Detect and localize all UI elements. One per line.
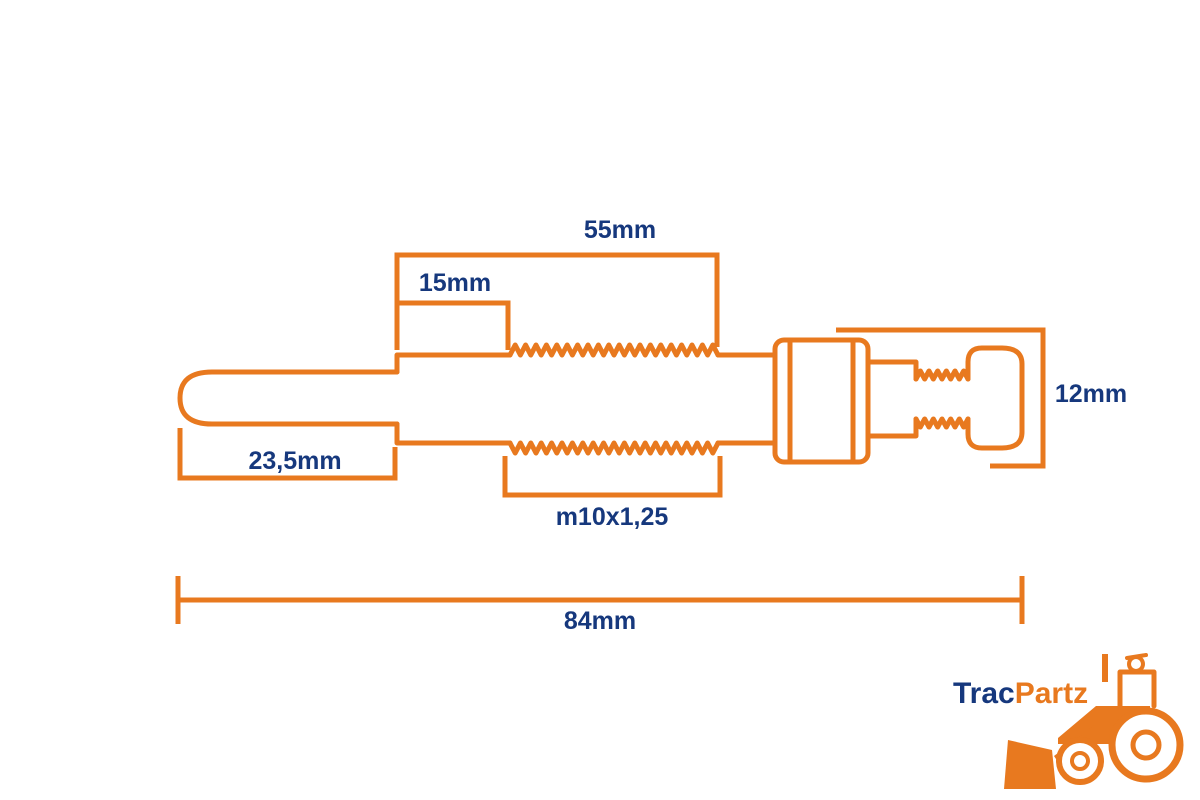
tractor-rear-hub [1130, 729, 1162, 761]
glow-plug-collar [865, 359, 919, 439]
glow-plug-stud-thread-top [913, 368, 971, 382]
tractor-icon [1004, 653, 1184, 789]
dimension-label-84mm: 84mm [564, 607, 636, 635]
logo-wordmark: TracPartz [953, 677, 1088, 710]
dimension-label-thread-spec: m10x1,25 [556, 503, 669, 531]
glow-plug-terminal [965, 345, 1025, 451]
dimension-12mm-line [836, 327, 1046, 469]
tractor-bucket [1004, 740, 1056, 789]
tractor-cab [1117, 669, 1157, 709]
glow-plug-hex-nut [772, 337, 871, 465]
dimension-label-55mm: 55mm [584, 216, 656, 244]
tractor-driver-hat [1125, 653, 1148, 660]
glow-plug-hex-facets [787, 337, 856, 465]
glow-plug-thread-top [507, 342, 721, 358]
tractor-exhaust [1102, 654, 1108, 682]
glow-plug-body-bottom [394, 421, 778, 446]
dimension-label-15mm: 15mm [419, 269, 491, 297]
glow-plug-body-top [394, 352, 778, 375]
tracpartz-logo: TracPartz [953, 653, 1184, 789]
dimension-label-12mm: 12mm [1055, 380, 1127, 408]
glow-plug-tip [177, 369, 400, 427]
glow-plug-thread-bottom [507, 440, 721, 456]
logo-trac: Trac [953, 677, 1015, 710]
glow-plug-stud-thread-bottom [913, 416, 971, 430]
dimension-23-5mm-line [177, 428, 398, 481]
tractor-front-hub [1070, 751, 1090, 771]
dimension-84mm-line [175, 576, 1025, 624]
dimension-label-23-5mm: 23,5mm [248, 447, 341, 475]
dimension-15mm-line [397, 300, 511, 350]
dimension-thread-line [502, 456, 723, 498]
dimension-lines [175, 252, 1046, 624]
glow-plug-outline-icon [177, 337, 1025, 465]
dimension-labels: 55mm 15mm 23,5mm m10x1,25 12mm 84mm [248, 216, 1127, 635]
logo-partz: Partz [1015, 677, 1088, 710]
